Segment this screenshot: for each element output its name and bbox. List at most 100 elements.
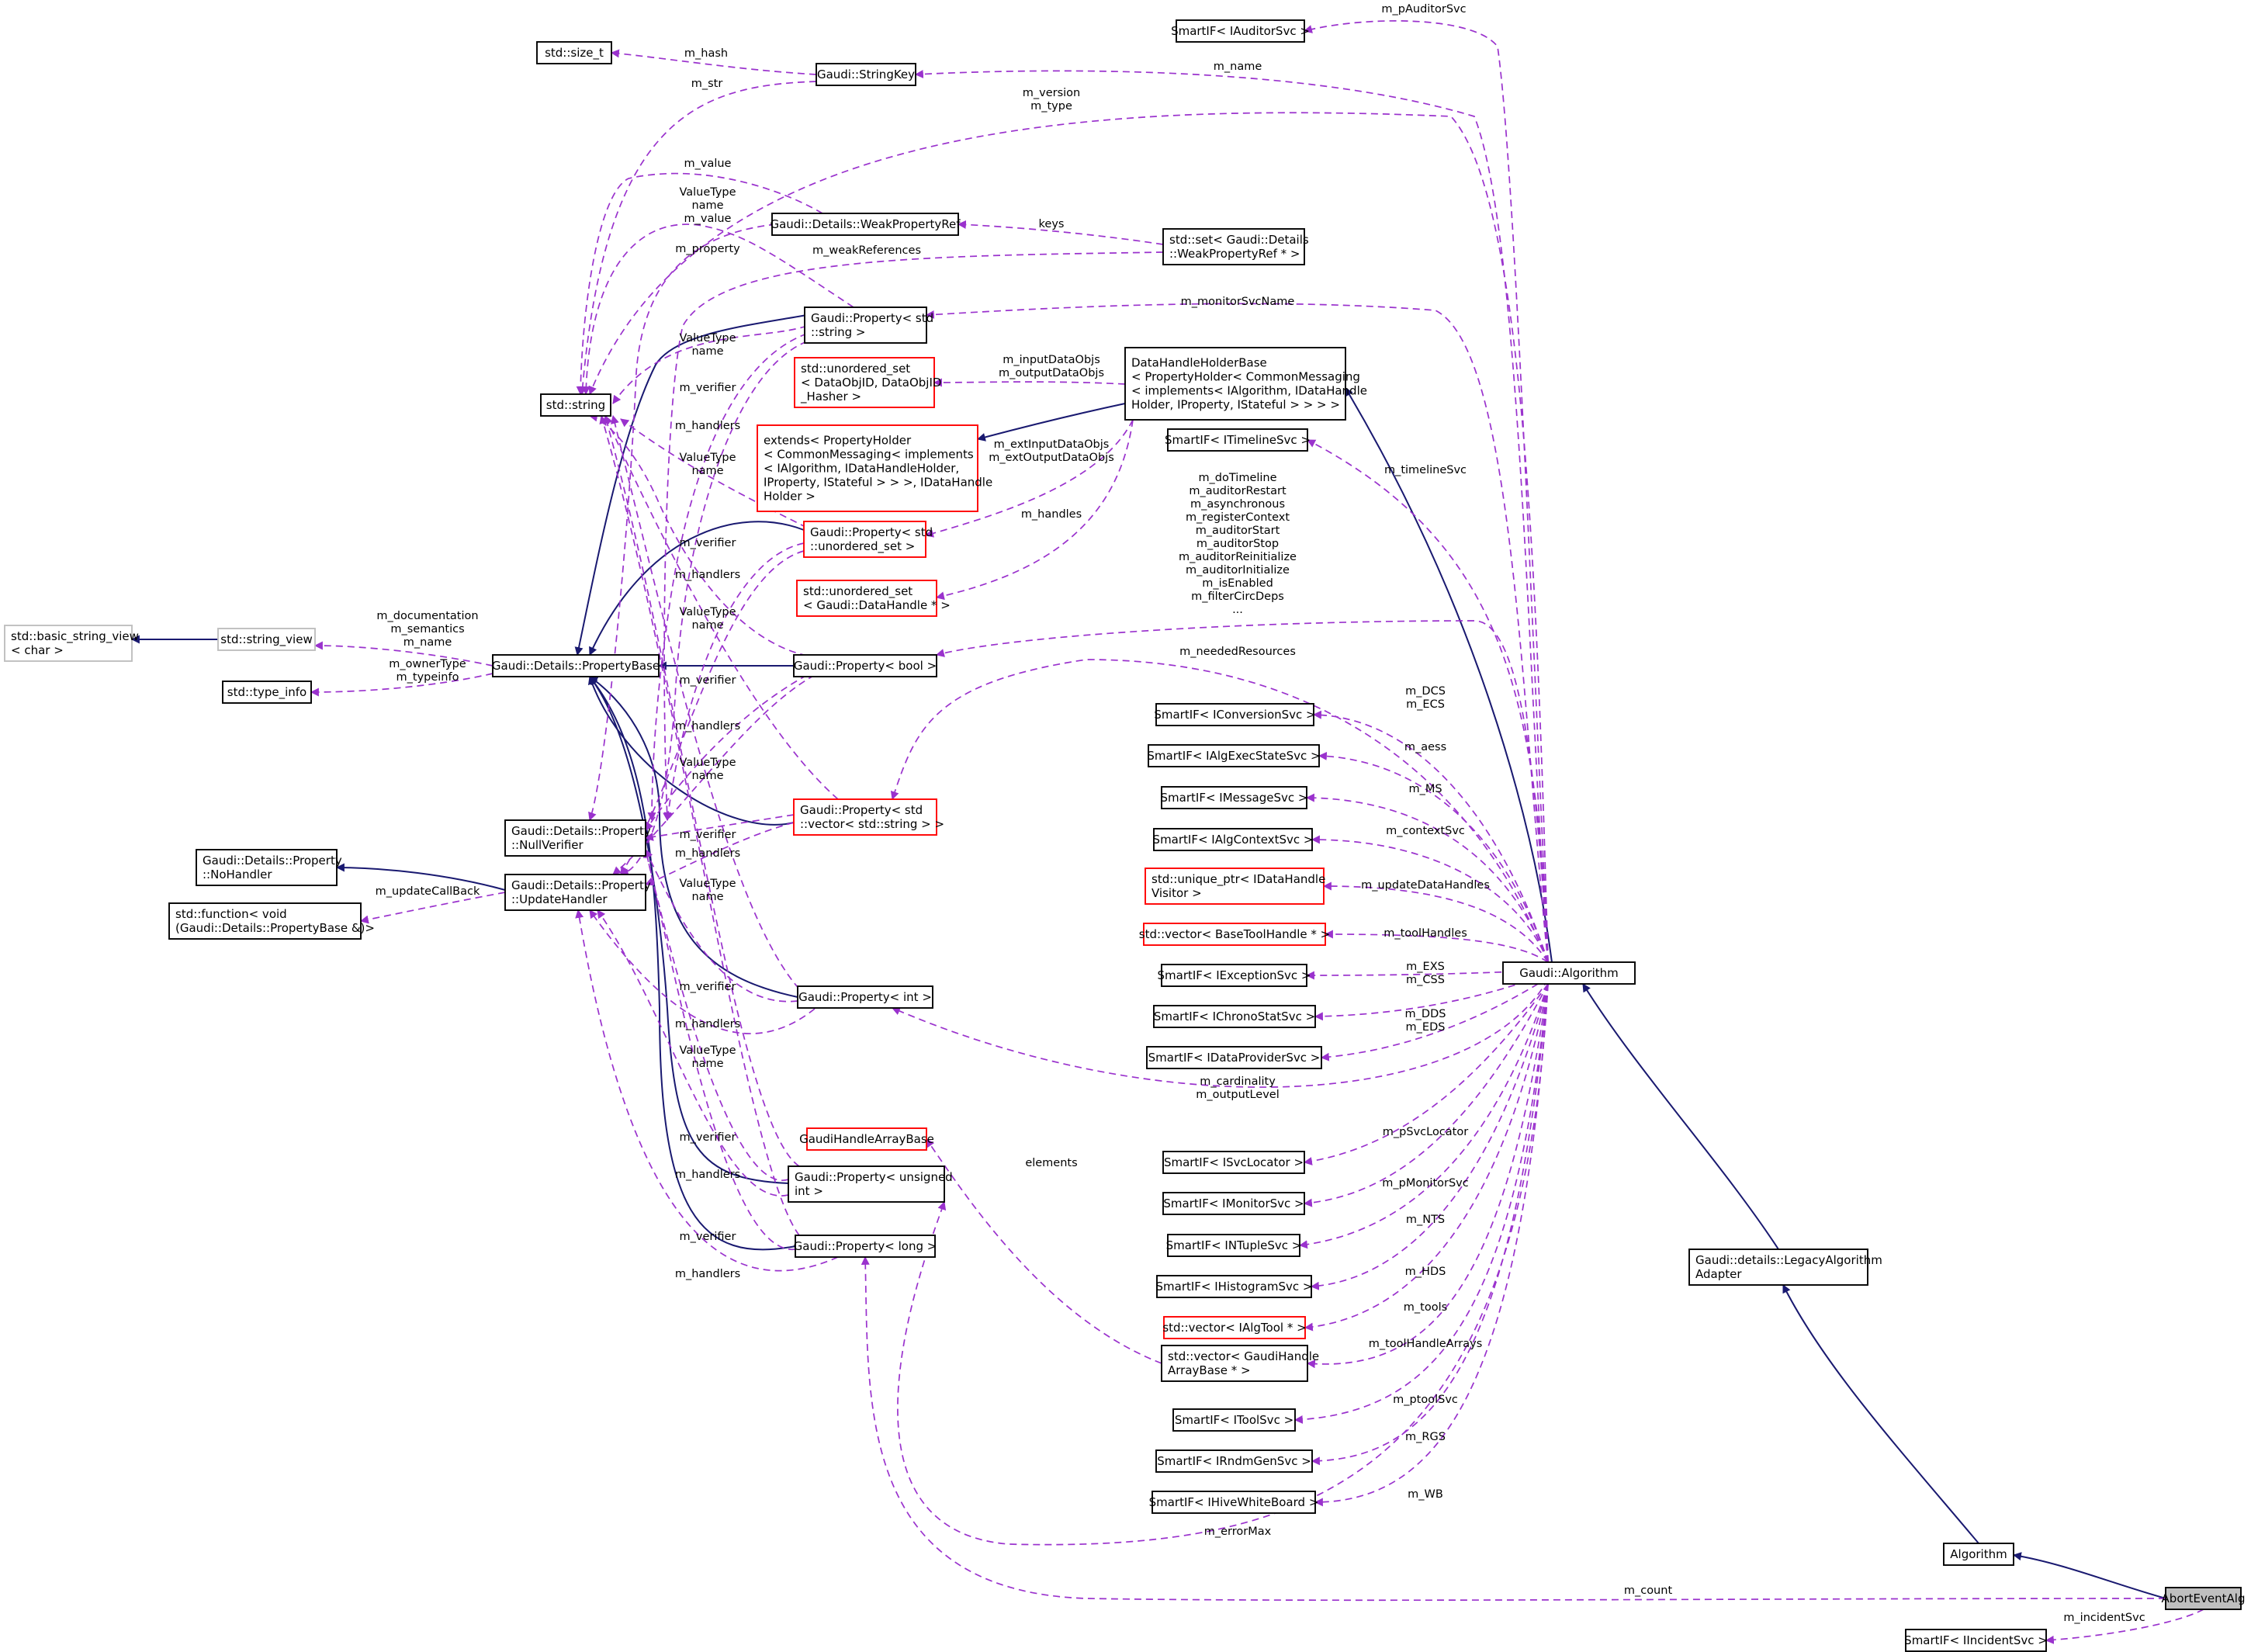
class-node-nohandler[interactable]: Gaudi::Details::Property::NoHandler <box>196 849 342 886</box>
class-node-smartimessage[interactable]: SmartIF< IMessageSvc > <box>1161 786 1308 809</box>
class-node-smartitimeline[interactable]: SmartIF< ITimelineSvc > <box>1165 428 1311 452</box>
inheritance-edge <box>335 863 506 891</box>
class-node-extends[interactable]: extends< PropertyHolder< CommonMessaging… <box>757 424 992 512</box>
class-node-nullverifier[interactable]: Gaudi::Details::Property::NullVerifier <box>504 819 651 857</box>
class-node-basicstringview[interactable]: std::basic_string_view< char > <box>4 625 139 662</box>
class-node-label: SmartIF< IToolSvc > <box>1175 1413 1293 1427</box>
class-node-sizet[interactable]: std::size_t <box>536 41 612 64</box>
class-node-smartiexception[interactable]: SmartIF< IExceptionSvc > <box>1158 964 1311 987</box>
class-node-stdstring[interactable]: std::string <box>540 393 611 417</box>
class-node-handlearraybase[interactable]: GaudiHandleArrayBase <box>799 1127 934 1151</box>
edge-label: m_pAuditorSvc <box>1381 3 1466 16</box>
class-node-label: Holder, IProperty, IStateful > > > > <box>1131 398 1340 412</box>
usage-edge <box>1307 439 1549 963</box>
edge-label: m_verifier <box>680 382 736 394</box>
class-node-dhhb[interactable]: DataHandleHolderBase< PropertyHolder< Co… <box>1124 347 1367 421</box>
class-node-aborteventalg[interactable]: AbortEventAlg <box>2162 1587 2246 1610</box>
class-node-label: std::set< Gaudi::Details <box>1169 233 1309 247</box>
class-node-unordereddataobj[interactable]: std::unordered_set< DataObjID, DataObjID… <box>794 357 941 408</box>
class-node-label: SmartIF< IDataProviderSvc > <box>1148 1051 1321 1065</box>
class-node-algorithm[interactable]: Algorithm <box>1943 1543 2014 1566</box>
class-node-stringkey[interactable]: Gaudi::StringKey <box>816 63 916 86</box>
class-node-smartirndm[interactable]: SmartIF< IRndmGenSvc > <box>1155 1449 1313 1473</box>
class-node-propint[interactable]: Gaudi::Property< int > <box>797 985 933 1009</box>
usage-edge <box>359 892 506 924</box>
usage-edge <box>597 909 789 1197</box>
class-node-typeinfo[interactable]: std::type_info <box>222 681 312 704</box>
edge-label: m_errorMax <box>1204 1526 1272 1538</box>
class-node-stringview[interactable]: std::string_view <box>217 628 316 651</box>
class-node-smarticonversion[interactable]: SmartIF< IConversionSvc > <box>1154 703 1316 726</box>
edge-label: m_MS <box>1408 783 1442 795</box>
usage-edge <box>578 81 817 396</box>
class-node-vechandlearray[interactable]: std::vector< GaudiHandleArrayBase * > <box>1161 1345 1319 1382</box>
class-node-smartialgcontext[interactable]: SmartIF< IAlgContextSvc > <box>1153 828 1314 851</box>
class-node-smartisvclocator[interactable]: SmartIF< ISvcLocator > <box>1162 1151 1305 1174</box>
class-node-smartialgexec[interactable]: SmartIF< IAlgExecStateSvc > <box>1147 744 1321 767</box>
inheritance-edge <box>589 521 805 656</box>
usage-edge <box>581 223 854 396</box>
edge-label: m_toolHandles <box>1383 927 1467 940</box>
class-node-smartihive[interactable]: SmartIF< IHiveWhiteBoard > <box>1149 1491 1319 1514</box>
usage-edge <box>1303 983 1549 1207</box>
edge-label: m_handles <box>1021 508 1082 521</box>
class-node-smartiincident[interactable]: SmartIF< IIncidentSvc > <box>1904 1629 2048 1652</box>
class-node-gaudialgorithm[interactable]: Gaudi::Algorithm <box>1502 961 1636 985</box>
usage-edge <box>1311 835 1549 963</box>
class-node-propstring[interactable]: Gaudi::Property< std::string > <box>804 307 933 344</box>
class-node-unordereddh[interactable]: std::unordered_set< Gaudi::DataHandle * … <box>796 580 951 617</box>
class-node-smartihistogram[interactable]: SmartIF< IHistogramSvc > <box>1156 1275 1313 1298</box>
class-node-smartitool[interactable]: SmartIF< IToolSvc > <box>1172 1408 1296 1432</box>
class-node-label: Adapter <box>1695 1267 1742 1281</box>
edge-label: m_verifier <box>680 537 736 549</box>
class-node-propunordered[interactable]: Gaudi::Property< std::unordered_set > <box>803 521 933 558</box>
edge-label: m_count <box>1624 1584 1673 1597</box>
class-node-label: _Hasher > <box>800 390 861 404</box>
class-node-label: std::unordered_set <box>803 584 913 599</box>
usage-edge <box>647 333 808 822</box>
class-node-updatehandler[interactable]: Gaudi::Details::Property::UpdateHandler <box>504 874 651 911</box>
class-node-propbool[interactable]: Gaudi::Property< bool > <box>793 654 937 677</box>
class-node-vectoolhandle[interactable]: std::vector< BaseToolHandle * > <box>1139 923 1330 946</box>
class-node-label: Gaudi::Details::Property <box>203 854 342 868</box>
usage-edge <box>1303 983 1549 1165</box>
edge-label: m_str <box>691 78 723 90</box>
edge-label: m_RGS <box>1405 1431 1446 1443</box>
class-node-label: std::string_view <box>220 632 312 647</box>
edge-label: m_verifier <box>680 1231 736 1243</box>
class-node-smartidataprovider[interactable]: SmartIF< IDataProviderSvc > <box>1146 1046 1322 1069</box>
usage-edge <box>935 620 1549 963</box>
class-node-label: ::WeakPropertyRef * > <box>1169 247 1300 261</box>
class-node-setweak[interactable]: std::set< Gaudi::Details::WeakPropertyRe… <box>1162 228 1309 265</box>
class-node-weakref[interactable]: Gaudi::Details::WeakPropertyRef <box>770 213 961 236</box>
class-node-label: SmartIF< IRndmGenSvc > <box>1157 1454 1311 1468</box>
class-node-smartintuple[interactable]: SmartIF< INTupleSvc > <box>1166 1234 1302 1257</box>
class-node-proplong[interactable]: Gaudi::Property< long > <box>794 1235 937 1258</box>
class-node-smartiauditor[interactable]: SmartIF< IAuditorSvc > <box>1171 19 1310 43</box>
usage-edge <box>644 822 795 886</box>
class-node-smartimonitor[interactable]: SmartIF< IMonitorSvc > <box>1162 1192 1305 1215</box>
class-node-label: SmartIF< IMessageSvc > <box>1161 791 1308 805</box>
class-node-propertybase[interactable]: Gaudi::Details::PropertyBase <box>492 654 660 677</box>
class-node-vecalgtool[interactable]: std::vector< IAlgTool * > <box>1162 1316 1307 1339</box>
class-node-propvector[interactable]: Gaudi::Property< std::vector< std::strin… <box>793 798 944 836</box>
usage-edge <box>620 418 808 528</box>
edge-label: keys <box>1039 218 1065 230</box>
class-node-label: < implements< IAlgorithm, IDataHandle <box>1131 384 1367 398</box>
class-node-smartichrono[interactable]: SmartIF< IChronoStatSvc > <box>1153 1005 1316 1028</box>
class-node-label: std::unique_ptr< IDataHandle <box>1151 872 1325 887</box>
inheritance-edge <box>976 403 1126 442</box>
inheritance-edge <box>1782 1284 1979 1544</box>
class-node-stdfunction[interactable]: std::function< void(Gaudi::Details::Prop… <box>168 902 375 940</box>
class-node-label: < DataObjID, DataObjID <box>801 376 941 390</box>
